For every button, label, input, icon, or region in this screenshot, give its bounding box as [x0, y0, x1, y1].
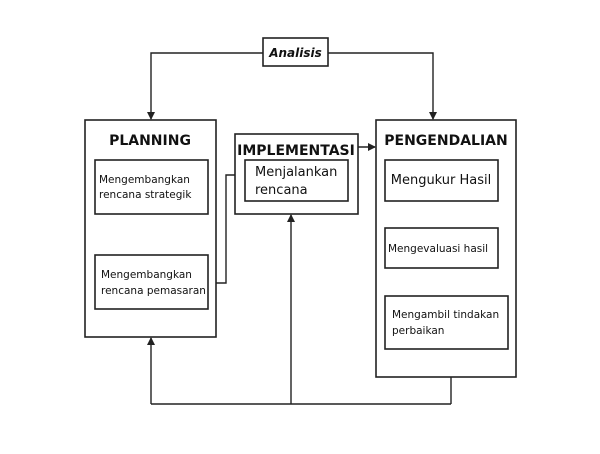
planning-title: PLANNING	[109, 133, 191, 149]
step-text: Mengambil tindakan	[392, 309, 499, 321]
control-title: PENGENDALIAN	[384, 133, 507, 149]
step-text: Mengembangkan	[101, 269, 192, 281]
step-text: rencana strategik	[99, 189, 192, 201]
analysis-label: Analisis	[268, 46, 322, 60]
implementation-step-run-plan: Menjalankan rencana	[244, 159, 349, 202]
arrow-analysis-to-control	[328, 52, 437, 120]
planning-step-marketing: Mengembangkan rencana pemasaran	[94, 254, 209, 310]
step-text: rencana	[255, 183, 308, 198]
implementation-title: IMPLEMENTASI	[237, 143, 355, 159]
step-text: perbaikan	[392, 325, 444, 337]
step-text: Mengembangkan	[99, 174, 190, 186]
control-group: PENGENDALIAN Mengukur Hasil Mengevaluasi…	[375, 119, 517, 378]
control-step-evaluate: Mengevaluasi hasil	[384, 227, 499, 269]
step-text: rencana pemasaran	[101, 285, 206, 297]
planning-step-strategic: Mengembangkan rencana strategik	[94, 159, 209, 215]
analysis-box: Analisis	[262, 37, 329, 67]
step-text: Mengevaluasi hasil	[388, 243, 488, 255]
arrow-analysis-to-planning	[147, 52, 263, 120]
planning-group: PLANNING Mengembangkan rencana strategik…	[84, 119, 217, 338]
implementation-group: IMPLEMENTASI Menjalankan rencana	[234, 133, 359, 215]
control-step-corrective: Mengambil tindakan perbaikan	[384, 295, 509, 350]
step-text: Mengukur Hasil	[391, 173, 492, 188]
step-text: Menjalankan	[255, 165, 337, 180]
control-step-measure: Mengukur Hasil	[384, 159, 499, 202]
